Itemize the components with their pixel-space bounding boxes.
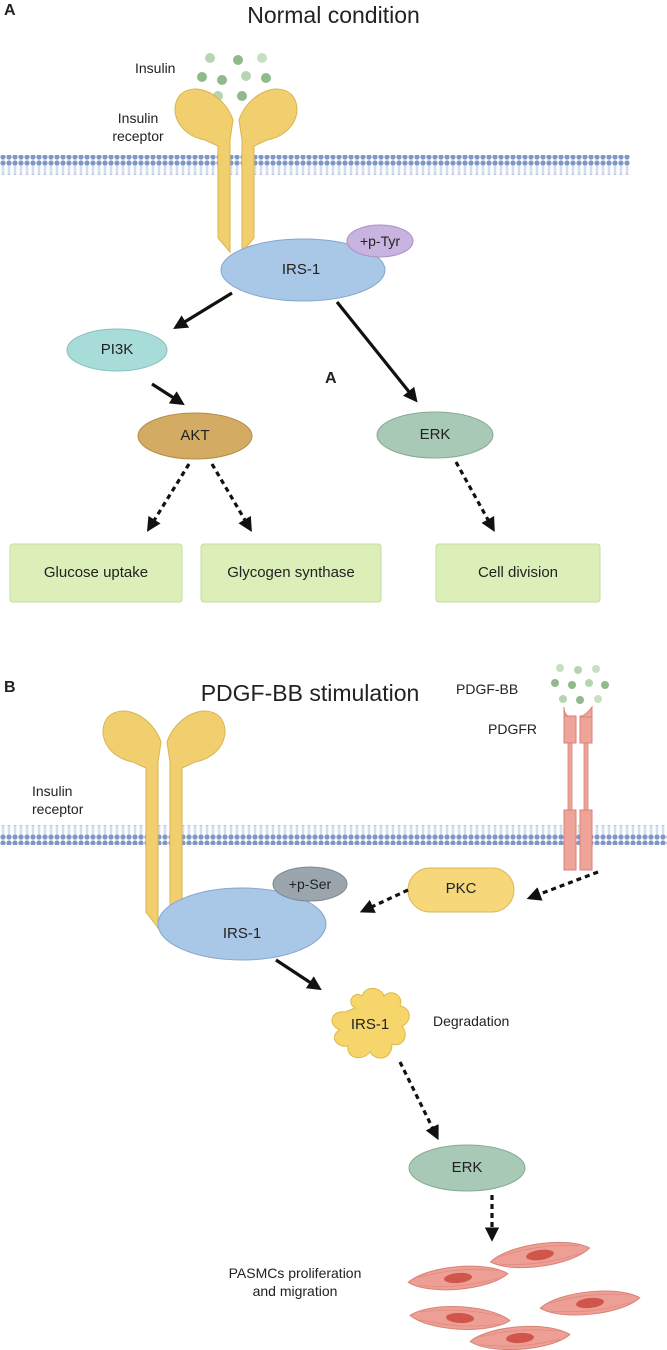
ptyr-label: +p-Tyr	[359, 233, 401, 249]
membrane-a	[0, 155, 630, 175]
insulin-label: Insulin	[135, 60, 176, 76]
irs1-node-a	[220, 238, 386, 302]
pasmc-outcome-line1: PASMCs proliferation	[228, 1265, 362, 1281]
panel-a-title: Normal condition	[247, 2, 420, 28]
pasmc-cells	[406, 1236, 642, 1350]
irs1-node-b	[157, 887, 327, 961]
insulin-receptor-label-b-line1: Insulin	[32, 783, 73, 799]
glucose-uptake-label: Glucose uptake	[43, 564, 149, 581]
pasmc-outcome-line2: and migration	[252, 1283, 338, 1299]
irs1-label-b: IRS-1	[222, 925, 262, 942]
akt-node	[137, 412, 253, 460]
arrow-akt-glycogen	[210, 463, 252, 532]
akt-label: AKT	[180, 427, 210, 444]
insulin-receptor-b	[102, 710, 226, 930]
insulin-receptor-label-b-line2: receptor	[32, 801, 84, 817]
pdgfr-label: PDGFR	[488, 721, 537, 737]
pi3k-label: PI3K	[100, 341, 134, 358]
membrane-b	[0, 825, 667, 845]
arrow-pkc-pser	[359, 888, 409, 913]
degradation-label: Degradation	[433, 1013, 510, 1029]
arrow-irs1-erk	[335, 300, 418, 403]
arrow-irs1-pi3k	[173, 291, 233, 330]
insulin-receptor-label-a-line2: receptor	[112, 128, 164, 144]
pdgfr-receptor	[563, 705, 593, 871]
arrow-degraded-erk	[398, 1061, 439, 1141]
arrow-erk-division	[454, 461, 495, 533]
box-glycogen-synthase	[200, 543, 382, 603]
panel-b-letter: B	[4, 679, 16, 696]
panel-b-title: PDGF-BB stimulation	[200, 680, 420, 706]
insulin-receptor-a	[174, 88, 298, 254]
pasmc-outcome-label: PASMCs proliferation and migration	[210, 1264, 380, 1300]
irs1-label-a: IRS-1	[281, 261, 321, 278]
insulin-receptor-label-a-line1: Insulin	[117, 110, 159, 126]
insulin-receptor-label-a: Insulin receptor	[98, 109, 178, 145]
arrow-irs1-degradation	[275, 958, 322, 991]
erk-label-b: ERK	[451, 1159, 483, 1176]
panel-a-letter: A	[4, 2, 16, 19]
box-cell-division	[435, 543, 601, 603]
pdgfbb-label: PDGF-BB	[456, 681, 519, 697]
arrow-akt-glucose	[146, 463, 191, 532]
pkc-label: PKC	[445, 880, 477, 897]
glycogen-synthase-label: Glycogen synthase	[227, 564, 355, 581]
pser-label: +p-Ser	[288, 876, 332, 892]
arrow-pi3k-akt	[151, 382, 185, 406]
irs1-degraded-node	[331, 988, 410, 1059]
erk-node-b	[408, 1144, 526, 1192]
erk-node-a	[376, 411, 494, 459]
pi3k-node	[66, 328, 168, 372]
pdgfbb-molecules	[551, 664, 609, 704]
center-letter-a: A	[325, 370, 337, 387]
pser-node	[272, 866, 348, 902]
box-glucose-uptake	[9, 543, 183, 603]
irs1-degraded-label: IRS-1	[350, 1016, 390, 1033]
insulin-receptor-label-b: Insulin receptor	[32, 782, 83, 818]
ptyr-node	[346, 224, 414, 258]
arrow-pdgfr-pkc	[526, 870, 599, 901]
erk-label-a: ERK	[419, 426, 451, 443]
cell-division-label: Cell division	[477, 564, 559, 581]
